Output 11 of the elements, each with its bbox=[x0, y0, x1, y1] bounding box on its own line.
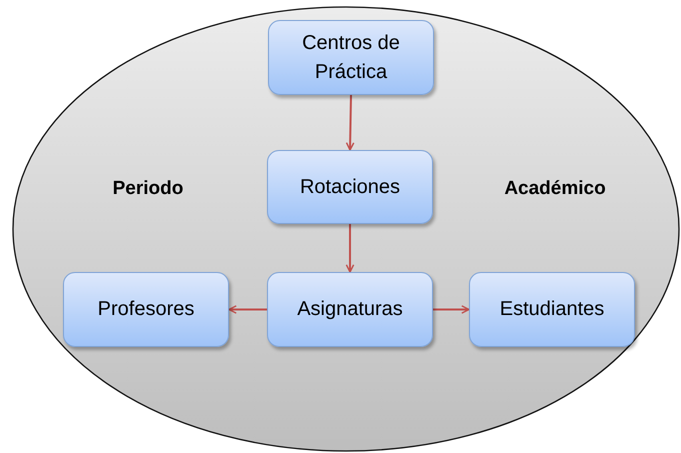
process-box: Asignaturas bbox=[267, 272, 433, 347]
process-box: Centros de Práctica bbox=[268, 20, 434, 95]
arrow bbox=[433, 305, 470, 314]
process-box: Profesores bbox=[63, 272, 229, 347]
arrow bbox=[228, 305, 267, 314]
ellipse-label: Periodo bbox=[112, 176, 184, 201]
arrow bbox=[346, 224, 354, 273]
ellipse-label: Académico bbox=[504, 176, 606, 201]
process-box: Estudiantes bbox=[469, 272, 635, 347]
arrow bbox=[346, 94, 354, 151]
process-box: Rotaciones bbox=[267, 150, 433, 224]
